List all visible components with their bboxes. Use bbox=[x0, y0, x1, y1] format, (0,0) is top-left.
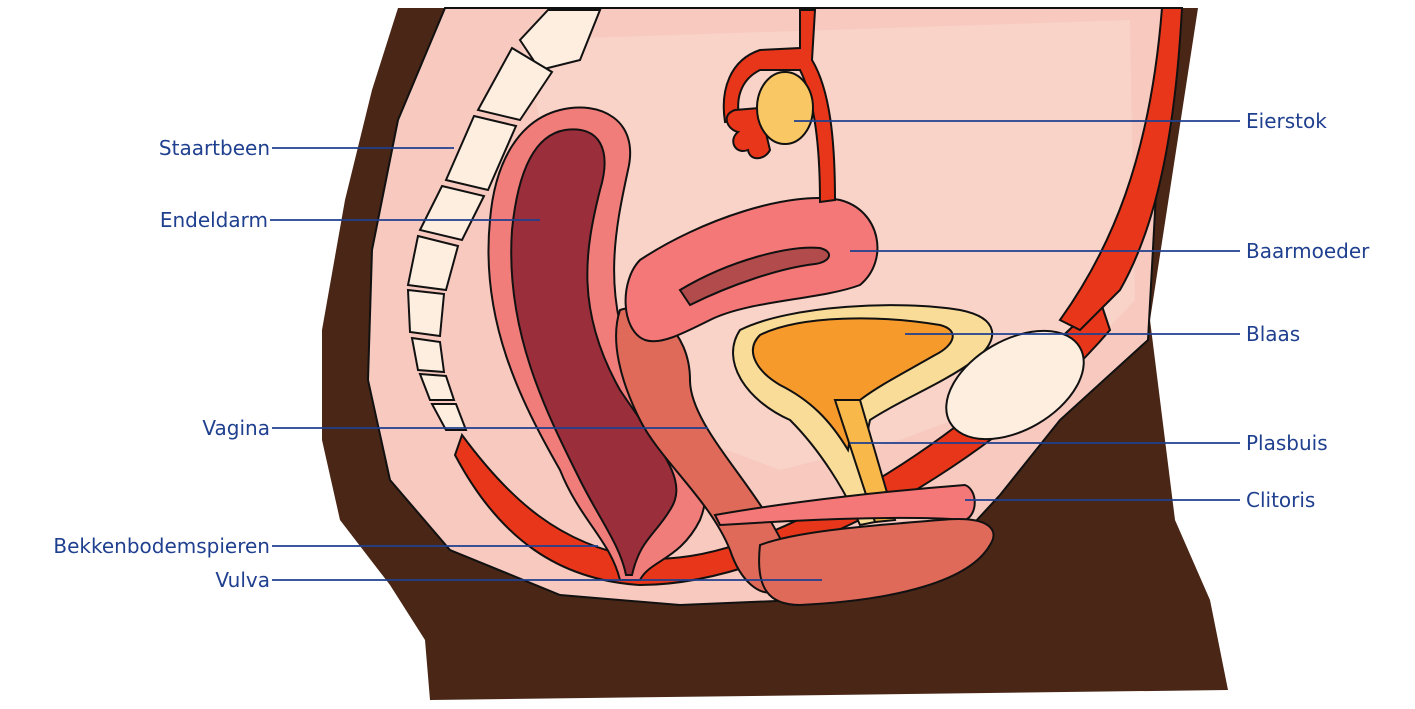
label-vulva: Vulva bbox=[215, 568, 270, 592]
label-blaas: Blaas bbox=[1246, 322, 1300, 346]
label-clitoris: Clitoris bbox=[1246, 488, 1315, 512]
label-bekkenbodemspieren: Bekkenbodemspieren bbox=[53, 534, 270, 558]
label-plasbuis: Plasbuis bbox=[1246, 431, 1328, 455]
label-baarmoeder: Baarmoeder bbox=[1246, 239, 1370, 263]
label-endeldarm: Endeldarm bbox=[160, 208, 268, 232]
label-staartbeen: Staartbeen bbox=[159, 136, 270, 160]
label-vagina: Vagina bbox=[202, 416, 270, 440]
ovary bbox=[757, 72, 813, 144]
label-eierstok: Eierstok bbox=[1246, 109, 1327, 133]
